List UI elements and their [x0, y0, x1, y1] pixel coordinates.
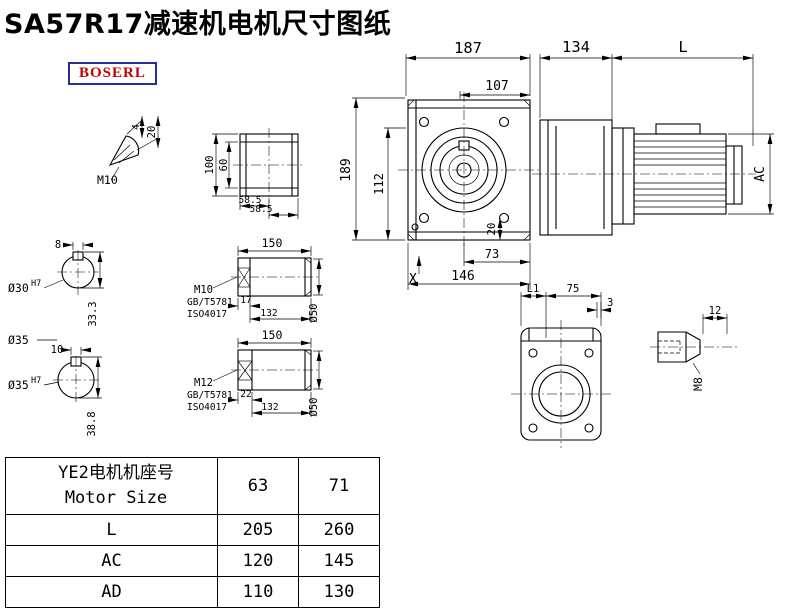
- fit-h7-label: H7: [31, 279, 41, 289]
- dim-189: 189: [339, 158, 354, 181]
- shaft-tip-m8-view: 12 M8: [650, 305, 740, 391]
- motor-side-view: 134 L AC: [532, 38, 774, 236]
- dia-35h7-label: Ø35: [8, 378, 29, 392]
- dim-3: 3: [607, 297, 613, 309]
- dim-146: 146: [451, 269, 474, 284]
- dim-58-5-right: 58.5: [250, 204, 273, 215]
- motor-size-label-en: Motor Size: [64, 488, 168, 508]
- dia-35-label: Ø35: [8, 333, 29, 347]
- dim-8: 8: [55, 239, 61, 251]
- motor-size-table: YE2电机机座号 Motor Size 63 71 L 205 260 AC 1…: [5, 457, 380, 608]
- bolt-hole: [498, 116, 510, 128]
- std-iso-label: ISO4017: [187, 309, 227, 320]
- page-title: SA57R17减速机电机尺寸图纸: [4, 9, 392, 40]
- dim-L: L: [678, 38, 687, 56]
- frame-size-63: 63: [217, 457, 299, 515]
- std-gb-label: GB/T5781: [187, 390, 233, 401]
- std-gb-label: GB/T5781: [187, 297, 233, 308]
- value-cell: 145: [298, 545, 380, 577]
- dim-22: 22: [240, 389, 251, 400]
- dim-132: 132: [261, 402, 278, 413]
- dim-10: 10: [51, 344, 64, 356]
- bore-30-view: 8 Ø30 H7 33.3: [8, 239, 104, 327]
- boserl-logo: BOSERL: [68, 62, 157, 85]
- bolt-hole: [528, 348, 538, 358]
- fit-h7-label: H7: [31, 376, 41, 386]
- shaft-detail-m10: 150 M10 GB/T5781 ISO4017 17 132 Ø50: [187, 236, 323, 323]
- dim-58-5-left: 58.5: [239, 195, 262, 206]
- thread-m12-label: M12: [194, 377, 213, 389]
- bore-35-view: Ø35 10 Ø35 H7 38.8: [8, 333, 102, 437]
- dim-dia-50: Ø50: [308, 398, 320, 417]
- bolt-hole: [418, 116, 430, 128]
- dim-L1: L1: [527, 283, 540, 295]
- axis-x-label: X: [409, 272, 417, 287]
- dim-12: 12: [709, 305, 722, 317]
- dim-150: 150: [262, 328, 283, 342]
- dim-dia-50: Ø50: [308, 304, 320, 323]
- motor-size-label-cn: YE2电机机座号: [58, 463, 174, 484]
- table-header-row: YE2电机机座号 Motor Size 63 71: [5, 457, 380, 515]
- dim-33-3: 33.3: [87, 301, 99, 326]
- table-row-L: L 205 260: [5, 514, 380, 546]
- bolt-hole: [584, 423, 594, 433]
- dim-AC: AC: [753, 166, 768, 182]
- dim-150: 150: [262, 236, 283, 250]
- dia-30-label: Ø30: [8, 281, 29, 295]
- bolt-hole: [498, 212, 510, 224]
- gearbox-front-view: 187 107 189 112 20 73 146 X: [339, 39, 540, 290]
- dim-187: 187: [454, 39, 482, 57]
- dim-20: 20: [486, 223, 498, 236]
- value-cell: 260: [298, 514, 380, 546]
- value-cell: 120: [217, 545, 299, 577]
- bolt-hole: [528, 423, 538, 433]
- value-cell: 205: [217, 514, 299, 546]
- std-iso-label: ISO4017: [187, 402, 227, 413]
- mounting-face-view: 100 60 58.5 58.5: [204, 128, 305, 219]
- dim-20-tip: 20: [146, 126, 158, 139]
- dim-107: 107: [485, 79, 508, 94]
- motor-size-header-cell: YE2电机机座号 Motor Size: [5, 457, 218, 515]
- bolt-hole: [418, 212, 430, 224]
- shaft-tip-section: [108, 135, 140, 167]
- technical-drawing: 187 107 189 112 20 73 146 X: [8, 38, 774, 448]
- row-label: L: [5, 514, 218, 546]
- row-label: AC: [5, 545, 218, 577]
- dim-112: 112: [372, 173, 386, 195]
- output-flange-view: L1 75 3: [511, 283, 613, 448]
- dim-75: 75: [567, 283, 580, 295]
- dim-4: 4: [131, 124, 142, 130]
- dim-17: 17: [240, 295, 251, 306]
- dim-73: 73: [485, 247, 499, 261]
- dim-60: 60: [218, 159, 230, 172]
- terminal-box: [655, 123, 701, 135]
- frame-size-71: 71: [298, 457, 380, 515]
- plug-hole: [411, 223, 419, 231]
- gearbox-side-outline: [539, 119, 613, 236]
- thread-m10-label: M10: [97, 173, 118, 187]
- thread-m8-label: M8: [691, 377, 705, 391]
- thread-m10-label: M10: [194, 284, 213, 296]
- shaft-end-detail-view: 4 20 M10: [97, 116, 161, 187]
- table-row-AC: AC 120 145: [5, 545, 380, 577]
- bolt-hole: [584, 348, 594, 358]
- dim-134: 134: [562, 38, 590, 56]
- dim-100: 100: [204, 156, 216, 175]
- shaft-detail-m12: 150 M12 GB/T5781 ISO4017 22 132 Ø50: [187, 328, 323, 417]
- dim-38-8: 38.8: [86, 411, 98, 436]
- dim-132: 132: [260, 308, 277, 319]
